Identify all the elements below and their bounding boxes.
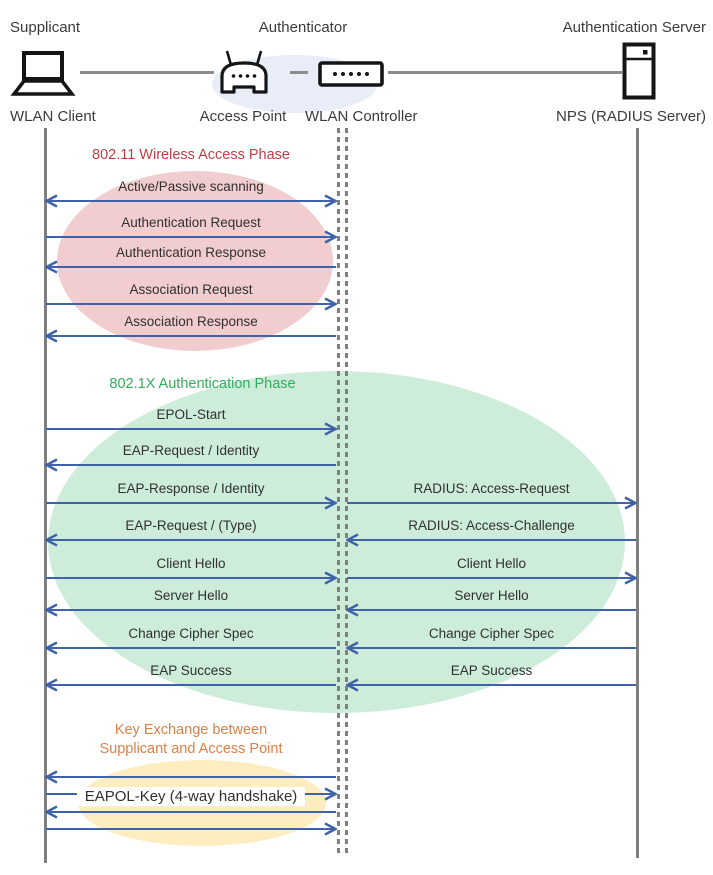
message-label: EAP-Response / Identity bbox=[117, 481, 265, 496]
message-label: Association Response bbox=[124, 314, 258, 329]
message-arrow-left bbox=[43, 677, 337, 698]
message-arrow-left bbox=[43, 602, 337, 623]
message-arrow-right bbox=[45, 821, 339, 842]
message-label: Change Cipher Spec bbox=[128, 626, 254, 641]
message-arrow-right bbox=[45, 229, 339, 250]
message-arrow-left bbox=[43, 804, 337, 825]
device-wlan-controller: WLAN Controller bbox=[305, 108, 418, 125]
lifeline-supplicant bbox=[43, 128, 47, 863]
wlan-controller-icon bbox=[318, 61, 384, 92]
lifeline-controller-dash-1 bbox=[336, 128, 340, 854]
message-label: Client Hello bbox=[456, 556, 527, 571]
message-label: Authentication Request bbox=[121, 215, 261, 230]
phase3-title-line2: Supplicant and Access Point bbox=[99, 741, 283, 757]
message-label: EPOL-Start bbox=[156, 407, 226, 422]
message-arrow-left bbox=[43, 640, 337, 661]
phase3-title-line1: Key Exchange between bbox=[114, 722, 268, 738]
laptop-icon bbox=[8, 50, 78, 103]
message-arrow-right bbox=[45, 570, 339, 591]
message-arrow-left bbox=[43, 532, 337, 553]
phase3-title: Key Exchange between Supplicant and Acce… bbox=[85, 721, 297, 759]
message-label: Authentication Response bbox=[115, 245, 267, 260]
role-authenticator: Authenticator bbox=[258, 19, 348, 36]
message-arrow-left bbox=[43, 457, 337, 478]
device-access-point: Access Point bbox=[199, 108, 287, 125]
message-arrow-left bbox=[344, 602, 637, 623]
message-arrow-right bbox=[45, 421, 339, 442]
message-arrow-left bbox=[43, 769, 337, 790]
message-label: RADIUS: Access-Request bbox=[413, 481, 570, 496]
message-arrow-right bbox=[45, 495, 339, 516]
message-arrow-both bbox=[43, 193, 339, 214]
message-arrow-left bbox=[344, 532, 637, 553]
message-label: Active/Passive scanning bbox=[118, 179, 264, 194]
message-arrow-left bbox=[344, 640, 637, 661]
server-icon bbox=[622, 42, 656, 105]
lifeline-controller-dash-2 bbox=[344, 128, 348, 854]
message-arrow-left bbox=[344, 677, 637, 698]
message-arrow-left bbox=[43, 328, 337, 349]
message-label: Association Request bbox=[129, 282, 253, 297]
lifeline-auth-server bbox=[635, 128, 639, 858]
message-label: EAPOL-Key (4-way handshake) bbox=[45, 787, 337, 806]
connector-client-ap bbox=[80, 71, 214, 74]
role-auth-server: Authentication Server bbox=[562, 19, 706, 36]
message-arrow-right bbox=[346, 570, 639, 591]
phase2-title: 802.1X Authentication Phase bbox=[109, 376, 296, 392]
message-label: RADIUS: Access-Challenge bbox=[408, 518, 575, 533]
message-label: Change Cipher Spec bbox=[428, 626, 555, 641]
message-label: EAP Success bbox=[450, 663, 533, 678]
connector-wlc-server bbox=[388, 71, 622, 74]
message-label: EAP-Request / Identity bbox=[122, 443, 260, 458]
message-label: EAP Success bbox=[150, 663, 232, 678]
role-supplicant: Supplicant bbox=[10, 19, 81, 36]
message-arrow-right bbox=[45, 296, 339, 317]
message-label: Server Hello bbox=[454, 588, 529, 603]
connector-ap-wlc bbox=[290, 71, 308, 74]
message-label: Client Hello bbox=[156, 556, 226, 571]
phase1-title: 802.11 Wireless Access Phase bbox=[92, 147, 290, 163]
device-wlan-client: WLAN Client bbox=[10, 108, 96, 125]
message-label: EAP-Request / (Type) bbox=[125, 518, 257, 533]
access-point-icon bbox=[216, 48, 272, 101]
message-label: Server Hello bbox=[153, 588, 229, 603]
device-nps: NPS (RADIUS Server) bbox=[556, 108, 707, 125]
message-arrow-right bbox=[346, 495, 639, 516]
message-arrow-left bbox=[43, 259, 337, 280]
